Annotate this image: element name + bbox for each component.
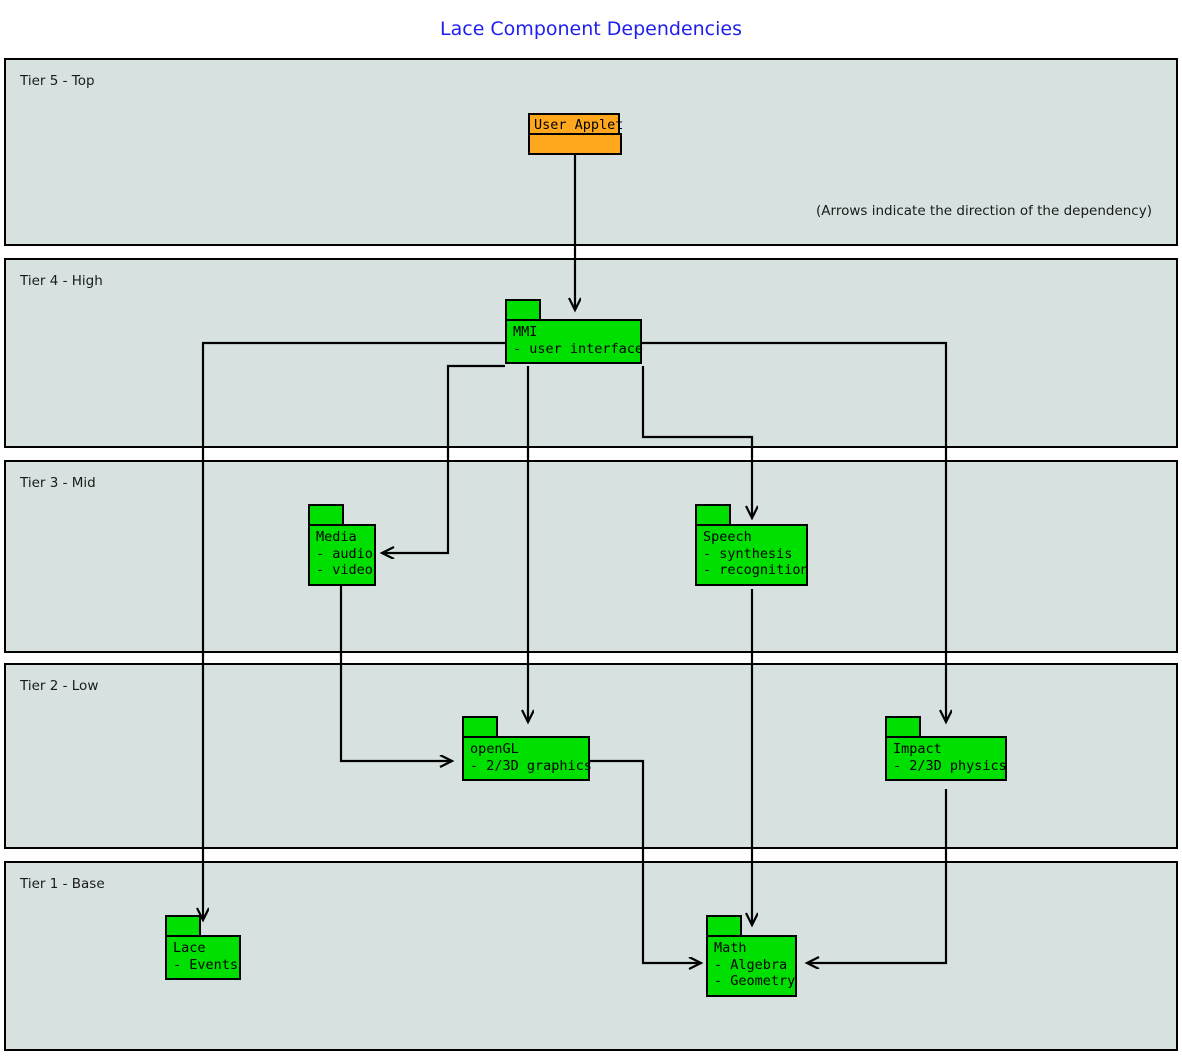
package-lace-items: - Events [173, 956, 239, 973]
package-media-body: Media - audio - video [308, 524, 376, 586]
package-media-tab [308, 504, 344, 526]
package-lace-body: Lace - Events [165, 935, 241, 980]
package-impact-name: Impact [893, 741, 942, 757]
package-lace-tab [165, 915, 201, 937]
tier-label-top: Tier 5 - Top [20, 73, 95, 89]
package-mmi-name: MMI [513, 324, 538, 340]
package-speech-items: - synthesis - recognition [703, 545, 809, 579]
tier-label-high: Tier 4 - High [20, 273, 103, 289]
package-opengl-body: openGL - 2/3D graphics [462, 736, 592, 781]
package-math-body: Math - Algebra - Geometry [706, 935, 797, 997]
tier-label-mid: Tier 3 - Mid [20, 475, 96, 491]
tier-label-base: Tier 1 - Base [20, 876, 105, 892]
tier-label-low: Tier 2 - Low [20, 678, 99, 694]
page-title: Lace Component Dependencies [440, 18, 742, 40]
package-math-name: Math [714, 940, 747, 956]
arrow-direction-note: (Arrows indicate the direction of the de… [816, 203, 1152, 219]
package-lace-name: Lace [173, 940, 206, 956]
package-impact-items: - 2/3D physics [893, 757, 1007, 774]
package-speech-body: Speech - synthesis - recognition [695, 524, 809, 586]
package-speech-tab [695, 504, 731, 526]
tier-band-mid: Tier 3 - Mid [4, 460, 1178, 653]
package-opengl-tab [462, 716, 498, 738]
package-mmi-body: MMI - user interface [505, 319, 644, 364]
package-impact-body: Impact - 2/3D physics [885, 736, 1007, 781]
package-speech-name: Speech [703, 529, 752, 545]
package-math-tab [706, 915, 742, 937]
package-impact-tab [885, 716, 921, 738]
package-opengl-name: openGL [470, 741, 519, 757]
package-mmi-tab [505, 299, 541, 321]
package-opengl-items: - 2/3D graphics [470, 757, 592, 774]
package-user-applet-body [528, 133, 622, 155]
package-math-items: - Algebra - Geometry [714, 956, 796, 990]
package-media-name: Media [316, 529, 357, 545]
package-media-items: - audio - video [316, 545, 373, 579]
package-mmi-items: - user interface [513, 340, 644, 357]
